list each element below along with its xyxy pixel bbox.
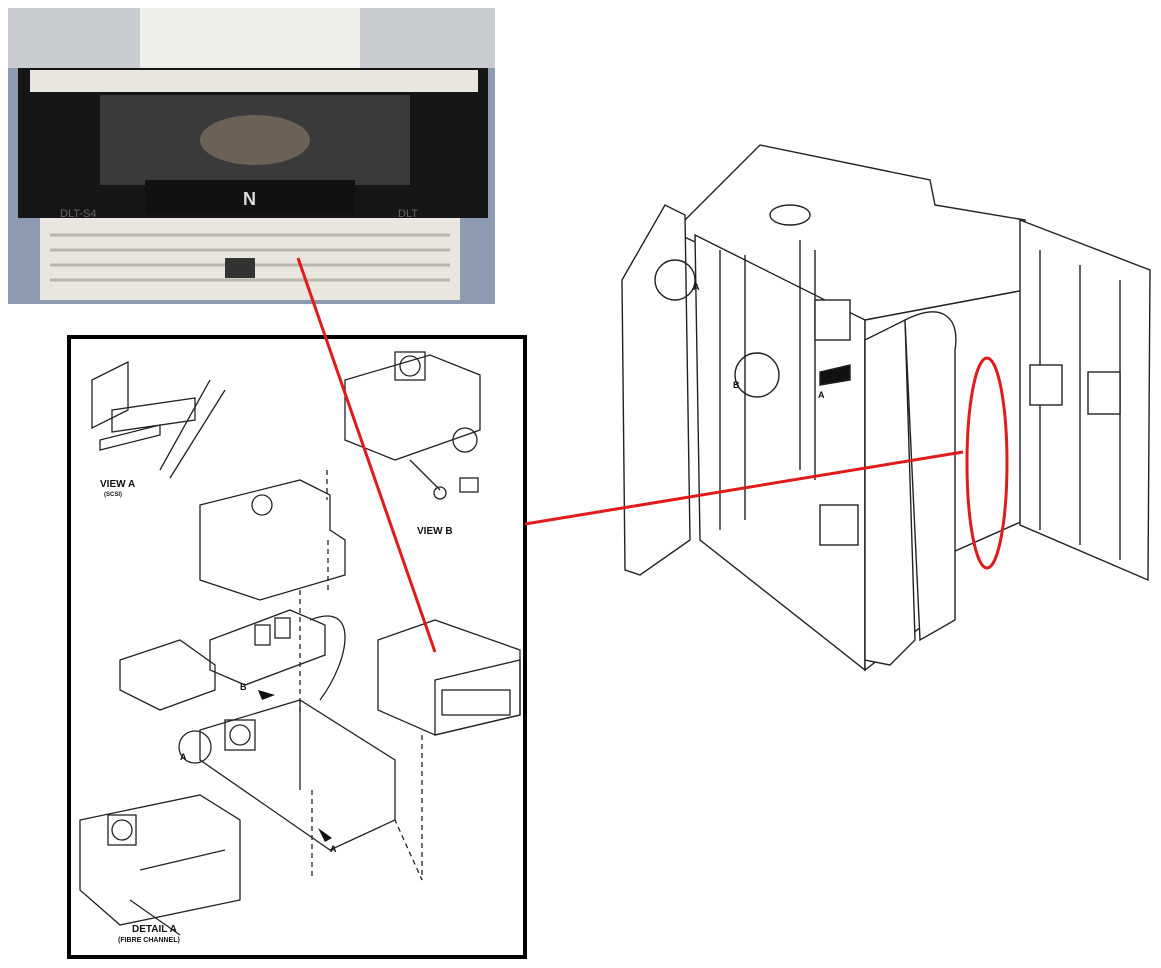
detail-a-title: DETAIL A (132, 924, 177, 935)
highlight-connectors (296, 257, 1009, 653)
brand-logo: DLT (398, 208, 418, 220)
view-b-title: VIEW B (417, 526, 453, 537)
detail-a-subtitle: (FIBRE CHANNEL) (118, 937, 180, 944)
library-callout-a-arrow: A (818, 390, 825, 400)
callout-a: A (180, 752, 187, 762)
exploded-view-panel: VIEW A (SCSI) VIEW B DETAIL A (FIBRE CHA… (67, 335, 527, 959)
drive-bay-highlight (965, 356, 1009, 570)
connector-photo-to-drive (296, 257, 437, 653)
library-callout-b: B (733, 380, 740, 390)
tape-drive-photo: DLT-S4 DLT N (8, 8, 495, 304)
callout-a-arrow: A (330, 844, 337, 854)
front-logo: N (243, 189, 256, 209)
view-a-subtitle: (SCSI) (104, 492, 122, 498)
view-a-title: VIEW A (100, 479, 135, 490)
tape-library-cabinet (621, 144, 1151, 672)
connector-panel-to-library (524, 450, 964, 526)
model-label: DLT-S4 (60, 208, 96, 220)
callout-b: B (240, 682, 247, 692)
library-callout-a: A (693, 282, 700, 292)
